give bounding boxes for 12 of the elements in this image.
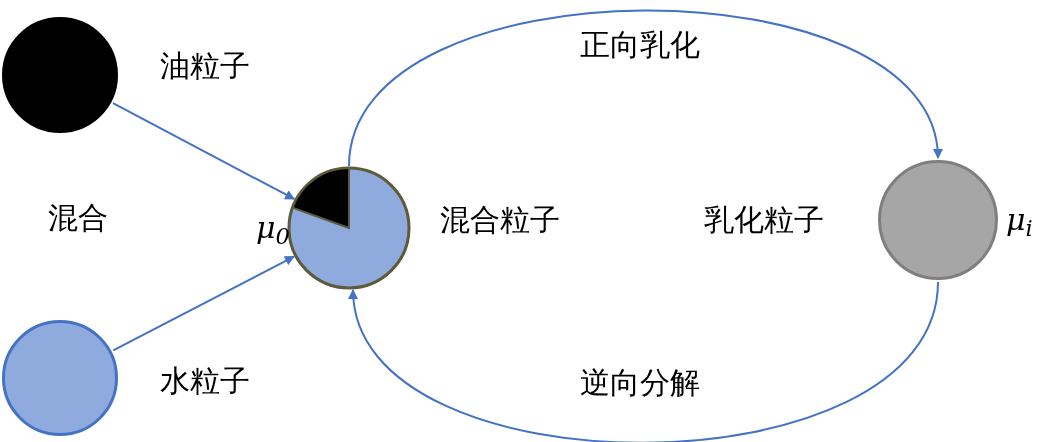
- arrow: [112, 255, 295, 352]
- arrow: [348, 9, 941, 167]
- particle-label: 油粒子: [160, 48, 250, 84]
- process-label: 混合: [48, 200, 108, 236]
- particle-label: 乳化粒子: [704, 202, 824, 238]
- symbol-label: μ$_{0}$: [256, 210, 290, 246]
- particle-label: 混合粒子: [440, 202, 560, 238]
- particle-label: 水粒子: [160, 363, 250, 399]
- arrow: [350, 281, 939, 442]
- mixed-particle-circle: [287, 166, 411, 290]
- arrow: [112, 102, 296, 200]
- symbol-label: μ$_{i}$: [1006, 202, 1033, 238]
